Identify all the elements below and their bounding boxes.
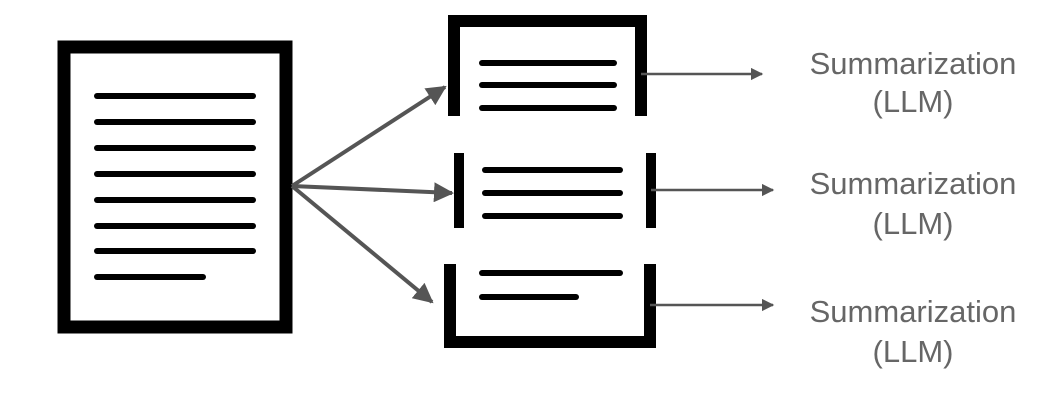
- chunk-document-icon-3: [444, 264, 656, 348]
- summarization-label-line2: (LLM): [873, 206, 954, 241]
- source-document-icon: [57, 40, 293, 334]
- summarization-label-line1: Summarization: [810, 166, 1017, 201]
- summarization-label-line2: (LLM): [873, 84, 954, 119]
- summarization-label-line1: Summarization: [810, 294, 1017, 329]
- summarization-label-line1: Summarization: [810, 46, 1017, 81]
- summarization-label-2: Summarization (LLM): [810, 166, 1017, 241]
- split-arrow-1: [290, 85, 447, 188]
- summarization-label-3: Summarization (LLM): [810, 294, 1017, 369]
- summarization-label-line2: (LLM): [873, 334, 954, 369]
- summarization-label-1: Summarization (LLM): [810, 46, 1017, 119]
- split-arrow-2: [291, 182, 454, 203]
- chunk-document-icon-1: [448, 15, 647, 116]
- split-arrow-3: [290, 184, 434, 304]
- chunk-document-icon-2: [454, 153, 656, 228]
